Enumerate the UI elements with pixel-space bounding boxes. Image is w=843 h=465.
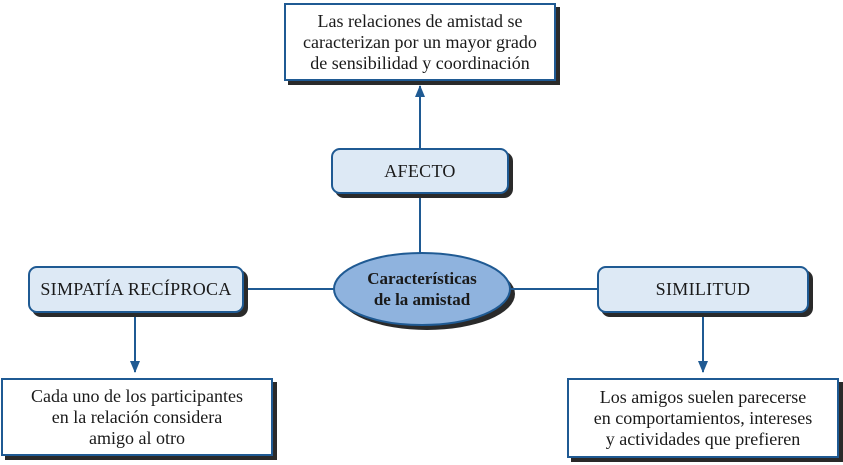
left-note-line-3: amigo al otro [89,427,185,448]
center-node-label: Características de la amistad [333,252,511,326]
simpatia-label: SIMPATÍA RECÍPROCA [40,279,232,299]
center-label-line-2: de la amistad [373,290,471,309]
center-label-line-1: Características [367,269,477,288]
left-note-box: Cada uno de los participantes en la rela… [1,378,273,456]
simpatia-reciproca-node: SIMPATÍA RECÍPROCA [28,266,244,313]
right-note-box: Los amigos suelen parecerse en comportam… [567,378,839,458]
top-note-box: Las relaciones de amistad se caracteriza… [284,3,556,81]
left-note-line-2: en la relación considera [51,406,223,427]
top-note-line-2: caracterizan por un mayor grado [303,31,537,52]
similitud-node: SIMILITUD [597,266,809,313]
top-note-line-1: Las relaciones de amistad se [317,10,523,31]
right-note-line-3: y actividades que prefieren [605,428,801,449]
afecto-node: AFECTO [331,148,509,194]
left-note-line-1: Cada uno de los participantes [31,385,243,406]
right-note-line-2: en comportamientos, intereses [593,407,813,428]
top-note-line-3: de sensibilidad y coordinación [310,52,530,73]
similitud-label: SIMILITUD [655,279,751,299]
afecto-label: AFECTO [384,160,456,181]
right-note-line-1: Los amigos suelen parecerse [599,386,807,407]
